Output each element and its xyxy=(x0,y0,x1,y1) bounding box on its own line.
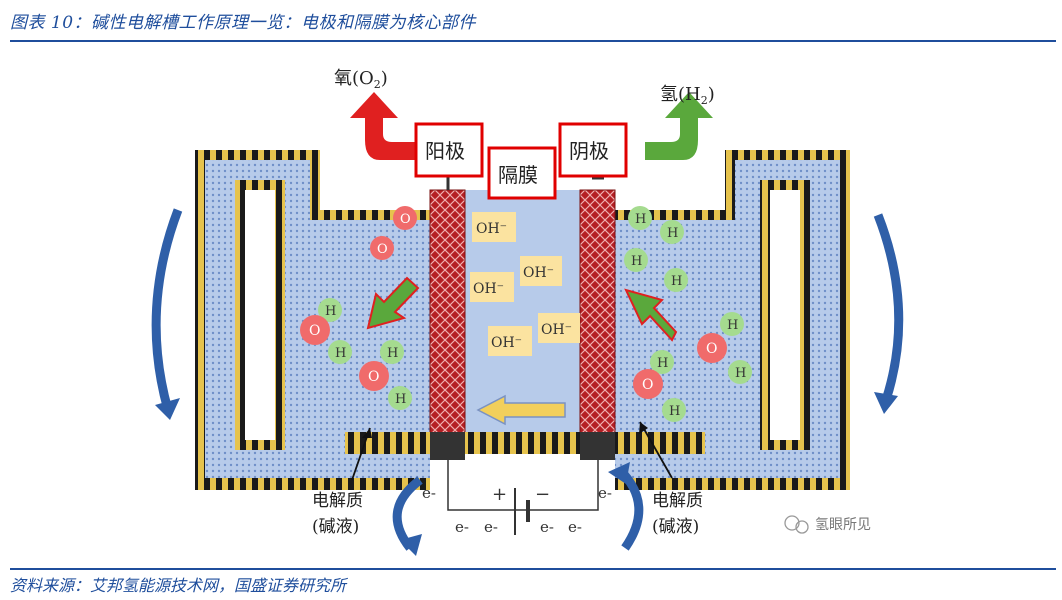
electron-label: e- xyxy=(598,484,612,502)
hydrogen-close: ) xyxy=(708,84,715,105)
hydroxide-label: OH⁻ xyxy=(541,322,572,338)
right-reaction-arrow xyxy=(624,288,678,342)
atom-label: O xyxy=(309,323,320,339)
hydrogen-subscript: 2 xyxy=(701,94,708,107)
atom-label: O xyxy=(368,369,379,385)
footer-divider xyxy=(10,568,1056,570)
ion-migration-arrow xyxy=(476,394,566,426)
left-circulation-arrow xyxy=(151,208,183,412)
hydroxide-label: OH⁻ xyxy=(476,221,507,237)
atom-label: H xyxy=(667,226,678,241)
hydroxide-ions xyxy=(470,212,580,356)
right-pointer-head xyxy=(639,422,648,434)
oxygen-close: ) xyxy=(381,68,388,89)
electron-label: e- xyxy=(484,518,498,536)
oxygen-label-text: 氧(O xyxy=(334,68,374,89)
watermark-text: 氢眼所见 xyxy=(815,517,871,533)
anode-terminal xyxy=(430,432,465,460)
left-electrolyte-sublabel: (碱液) xyxy=(312,517,359,537)
membrane-label-box xyxy=(487,146,557,200)
right-electrolyte-sublabel: (碱液) xyxy=(652,517,699,537)
left-electrolyte-label: 电解质 xyxy=(312,491,363,511)
left-circulation-head xyxy=(155,398,180,420)
cathode-label: 阴极 xyxy=(569,139,609,163)
bottom-right-flow-head xyxy=(608,462,630,484)
atom-label: O xyxy=(400,212,411,227)
right-electrolyte-pointer xyxy=(639,421,673,479)
left-pointer-head xyxy=(362,428,372,438)
right-electrolyte-label: 电解质 xyxy=(652,491,703,511)
electron-label: e- xyxy=(455,518,469,536)
hydrogen-label: 氢(H2) xyxy=(660,84,715,107)
plus-sign: + xyxy=(492,484,507,505)
anode-label-box xyxy=(414,122,484,178)
atom-label: H xyxy=(727,318,738,333)
atom-label: O xyxy=(377,242,388,257)
figure-title: 图表 10：碱性电解槽工作原理一览：电极和隔膜为核心部件 xyxy=(10,13,477,33)
atom-label: H xyxy=(631,254,642,269)
source-note: 资料来源：艾邦氢能源技术网，国盛证券研究所 xyxy=(10,576,347,595)
membrane-label: 隔膜 xyxy=(498,163,538,187)
electron-label: e- xyxy=(540,518,554,536)
bottom-left-flow-head xyxy=(400,534,422,556)
electron-label: e- xyxy=(568,518,582,536)
hydroxide-label: OH⁻ xyxy=(491,335,522,351)
external-circuit xyxy=(447,460,599,535)
oxygen-subscript: 2 xyxy=(374,78,381,91)
right-circulation-head xyxy=(874,392,898,414)
header-divider xyxy=(10,40,1056,42)
oxygen-label: 氧(O2) xyxy=(334,68,388,91)
svg-text:氢(H2): 氢(H2) xyxy=(660,84,715,107)
minus-sign: − xyxy=(535,484,550,505)
atom-label: O xyxy=(706,341,717,357)
atom-label: H xyxy=(669,404,680,419)
hydroxide-label: OH⁻ xyxy=(473,281,504,297)
atom-label: H xyxy=(395,392,406,407)
cathode-terminal xyxy=(580,432,615,460)
atom-label: H xyxy=(735,366,746,381)
atom-label: H xyxy=(635,212,646,227)
cathode-electrode xyxy=(579,189,616,436)
wechat-icon xyxy=(784,515,800,531)
hydrogen-label-text: 氢(H xyxy=(660,84,701,105)
atom-label: H xyxy=(335,346,346,361)
right-circulation-arrow xyxy=(873,213,904,402)
hydroxide-label: OH⁻ xyxy=(523,265,554,281)
cathode-label-box xyxy=(558,122,628,178)
right-molecules xyxy=(624,206,752,422)
left-reaction-arrow xyxy=(366,276,420,330)
figure-header: 图表 10：碱性电解槽工作原理一览：电极和隔膜为核心部件 xyxy=(0,0,1062,40)
atom-label: O xyxy=(642,377,653,393)
oxygen-output-arrow xyxy=(350,92,420,160)
svg-text:氧(O2): 氧(O2) xyxy=(334,68,388,91)
hydrogen-output-arrow xyxy=(645,92,713,160)
left-molecules xyxy=(300,206,417,410)
electron-label: e- xyxy=(422,484,436,502)
atom-label: H xyxy=(657,356,668,371)
anode-electrode xyxy=(429,189,466,436)
atom-label: H xyxy=(325,304,336,319)
watermark: 氢眼所见 xyxy=(784,515,871,534)
atom-label: H xyxy=(671,274,682,289)
anode-label: 阳极 xyxy=(425,139,465,163)
atom-label: H xyxy=(387,346,398,361)
